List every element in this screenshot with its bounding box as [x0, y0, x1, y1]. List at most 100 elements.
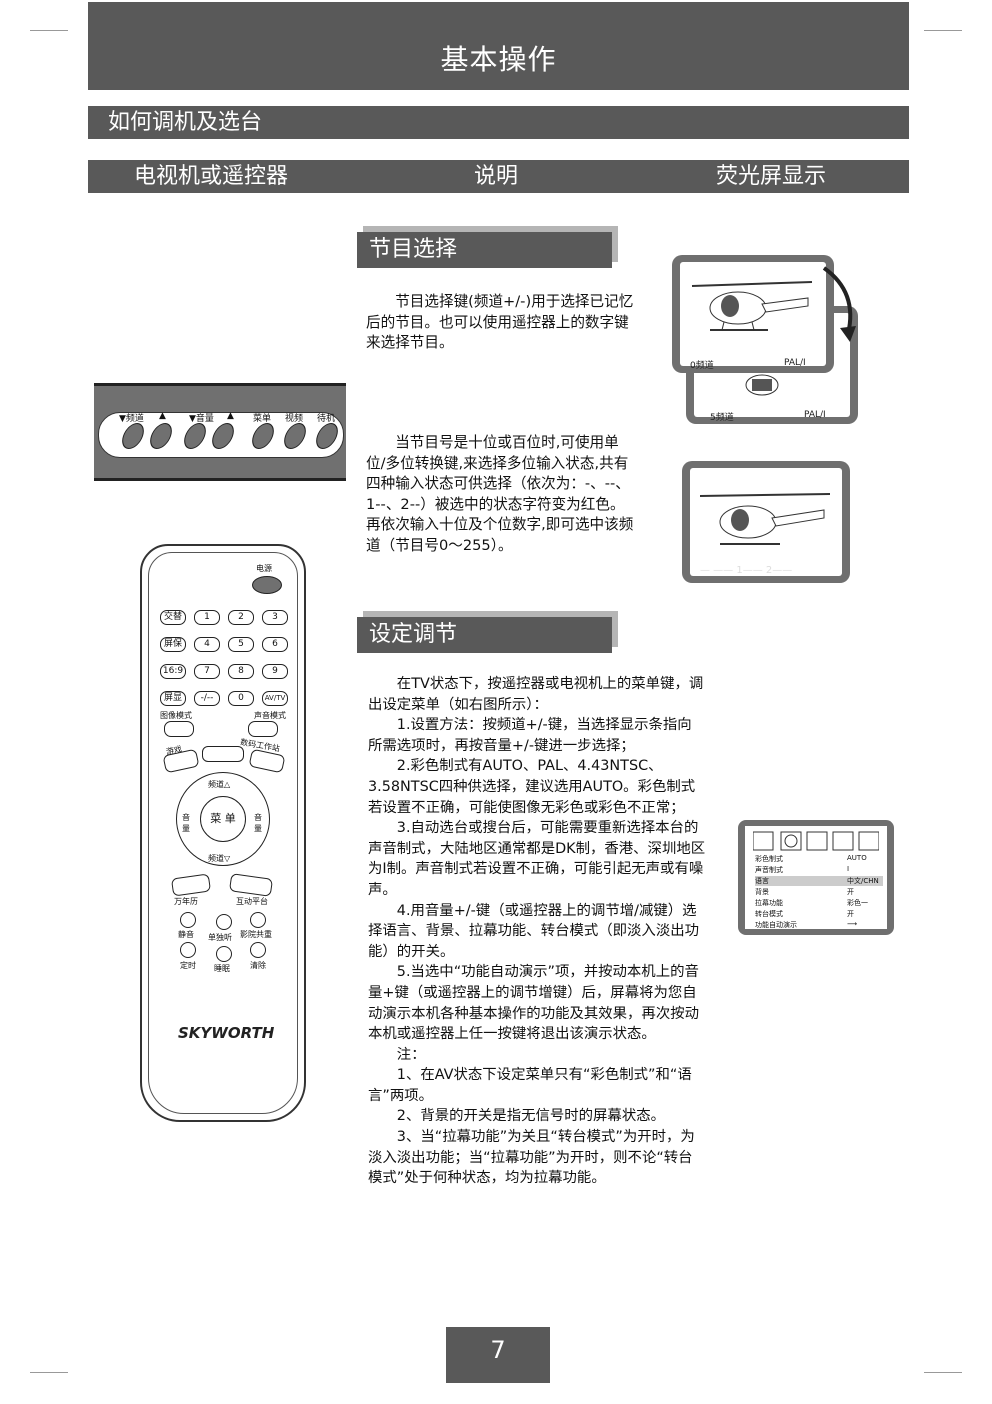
image-mode-button[interactable]: [164, 721, 194, 737]
panel-ch-up-button[interactable]: [146, 423, 176, 449]
osd-menu-icons: [753, 831, 879, 851]
screen1-system-label: PAL/I: [784, 358, 806, 368]
osd-row-label: 拉幕功能: [755, 899, 783, 907]
mute-button[interactable]: [180, 912, 196, 928]
remote-key-3[interactable]: 3: [262, 610, 288, 625]
settings-text: 在TV状态下，按遥控器或电视机上的菜单键，调出设定菜单（如右图所示）： 1.设置…: [368, 674, 706, 1189]
panel-label-menu: 菜单: [253, 414, 272, 424]
panel-standby-button[interactable]: [312, 423, 342, 449]
settings-para-3: 3.自动选台或搜台后，可能需要重新选择本台的声音制式，大陆地区通常都是DK制，香…: [368, 820, 706, 898]
osd-row-value: 彩色一: [847, 899, 868, 907]
blank-button[interactable]: [202, 746, 244, 762]
crop-mark: [30, 30, 68, 31]
settings-note-0: 1、在AV状态下设定菜单只有“彩色制式”和“语言”两项。: [368, 1067, 692, 1104]
panel-menu-button[interactable]: [248, 423, 278, 449]
sleep-button[interactable]: [216, 946, 232, 962]
panel-label-video: 视频: [285, 414, 304, 424]
remote-clear-label: 清除: [250, 961, 266, 970]
settings-para-4: 4.用音量+/-键（或遥控器上的调节增/减键）选择语言、背景、拉幕功能、转台模式…: [368, 902, 699, 960]
crop-mark: [924, 1372, 962, 1373]
helicopter-image: [745, 374, 779, 396]
rotation-arrow-icon: [822, 266, 856, 342]
remote-key-0[interactable]: 0: [228, 691, 254, 706]
remote-key-5[interactable]: 5: [228, 637, 254, 652]
power-button[interactable]: [252, 576, 282, 594]
remote-key-avtv[interactable]: AV/TV: [262, 691, 288, 706]
sound-mode-button[interactable]: [248, 721, 278, 737]
remote-cinema-label: 影院共重: [240, 930, 272, 939]
cinema-button[interactable]: [250, 912, 266, 928]
panel-vol-up-button[interactable]: [208, 423, 238, 449]
skyworth-logo: SKYWORTH: [178, 1024, 275, 1042]
settings-note-2: 3、当“拉幕功能”为关且“转台模式”为开时，为淡入淡出功能；当“拉幕功能”为开时…: [368, 1129, 695, 1187]
remote-key-display[interactable]: 屏显: [160, 691, 186, 706]
tv-panel-button-strip: ▼频道 ▲ ▼音量 ▲ 菜单 视频 待机: [98, 411, 344, 458]
screen2-channel-label: 5频道: [710, 413, 734, 423]
program-select-para2-text: 当节目号是十位或百位时,可使用单位/多位转换键,来选择多位输入状态,共有四种输入…: [366, 434, 634, 554]
clear-button[interactable]: [250, 942, 266, 958]
remote-timer-label: 定时: [180, 961, 196, 970]
tv-screen-multi-digit: — —— 1—— 2——: [682, 461, 850, 583]
remote-ch-up-label[interactable]: 频道△: [208, 780, 231, 789]
panel-video-button[interactable]: [280, 423, 310, 449]
remote-body: [148, 552, 298, 1114]
remote-vol-right-label[interactable]: 音量: [254, 813, 262, 833]
column-header-device: 电视机或遥控器: [134, 164, 289, 189]
remote-calendar-label: 万年历: [174, 897, 198, 906]
remote-power-label: 电源: [256, 564, 272, 573]
page-title: 基本操作: [88, 2, 909, 90]
panel-label-vol-down: ▼音量: [189, 414, 214, 424]
tv-screen-multi-digit-display: [690, 468, 842, 576]
remote-menu-button[interactable]: 菜 单: [200, 796, 246, 842]
osd-row-label: 语言: [755, 877, 769, 885]
osd-row-label: 转台模式: [755, 910, 783, 918]
osd-row-selected: 语言 中文/CHN: [755, 876, 883, 886]
remote-interactive-label: 互动平台: [236, 897, 268, 906]
panel-ch-down-button[interactable]: [118, 423, 148, 449]
page-title-text: 基本操作: [440, 43, 557, 76]
remote-key-swap[interactable]: 交替: [160, 610, 186, 625]
osd-row: 功能自动演示⟶: [755, 920, 883, 930]
osd-row: 拉幕功能 彩色一: [755, 898, 883, 908]
panel-label-ch-down: ▼频道: [119, 414, 144, 424]
remote-key-1[interactable]: 1: [194, 610, 220, 625]
timer-button[interactable]: [180, 942, 196, 958]
remote-key-digit-toggle[interactable]: -/--: [194, 691, 220, 706]
program-select-para1-text: 节目选择键(频道+/-)用于选择已记忆后的节目。也可以使用遥控器上的数字键来选择…: [366, 293, 634, 352]
osd-row-value: 中文/CHN: [847, 877, 879, 885]
panel-vol-down-button[interactable]: [180, 423, 210, 449]
helicopter-image: [699, 493, 831, 545]
column-header-screen: 荧光屏显示: [716, 164, 827, 189]
crop-mark: [30, 1372, 68, 1373]
osd-row-label: 背景: [755, 888, 769, 896]
single-listen-button[interactable]: [216, 914, 232, 930]
settings-para-2: 2.彩色制式有AUTO、PAL、4.43NTSC、3.58NTSC四种供选择，建…: [368, 758, 696, 816]
dpad-ring: [176, 772, 270, 866]
osd-row: 背景开: [755, 887, 883, 897]
remote-key-8[interactable]: 8: [228, 664, 254, 679]
program-select-heading: 节目选择: [357, 232, 612, 268]
remote-key-169[interactable]: 16:9: [160, 664, 186, 679]
multi-digit-state-indicators: — —— 1—— 2——: [700, 565, 793, 576]
panel-label-vol-up: ▲: [227, 411, 234, 421]
remote-vol-left-label[interactable]: 音量: [182, 813, 190, 833]
osd-row: 转台模式开: [755, 909, 883, 919]
remote-ch-down-label[interactable]: 频道▽: [208, 854, 231, 863]
settings-note-1: 2、背景的开关是指无信号时的屏幕状态。: [396, 1108, 665, 1125]
remote-key-6[interactable]: 6: [262, 637, 288, 652]
helicopter-image: [691, 281, 813, 331]
osd-row-value: AUTO: [847, 854, 867, 862]
remote-key-screensaver[interactable]: 屏保: [160, 637, 186, 652]
screen2-system-label: PAL/I: [804, 410, 826, 420]
remote-key-4[interactable]: 4: [194, 637, 220, 652]
panel-label-standby: 待机: [317, 414, 336, 424]
remote-key-2[interactable]: 2: [228, 610, 254, 625]
remote-key-7[interactable]: 7: [194, 664, 220, 679]
remote-key-9[interactable]: 9: [262, 664, 288, 679]
program-select-para1: 节目选择键(频道+/-)用于选择已记忆后的节目。也可以使用遥控器上的数字键来选择…: [366, 292, 636, 354]
page-number: 7: [446, 1327, 550, 1383]
